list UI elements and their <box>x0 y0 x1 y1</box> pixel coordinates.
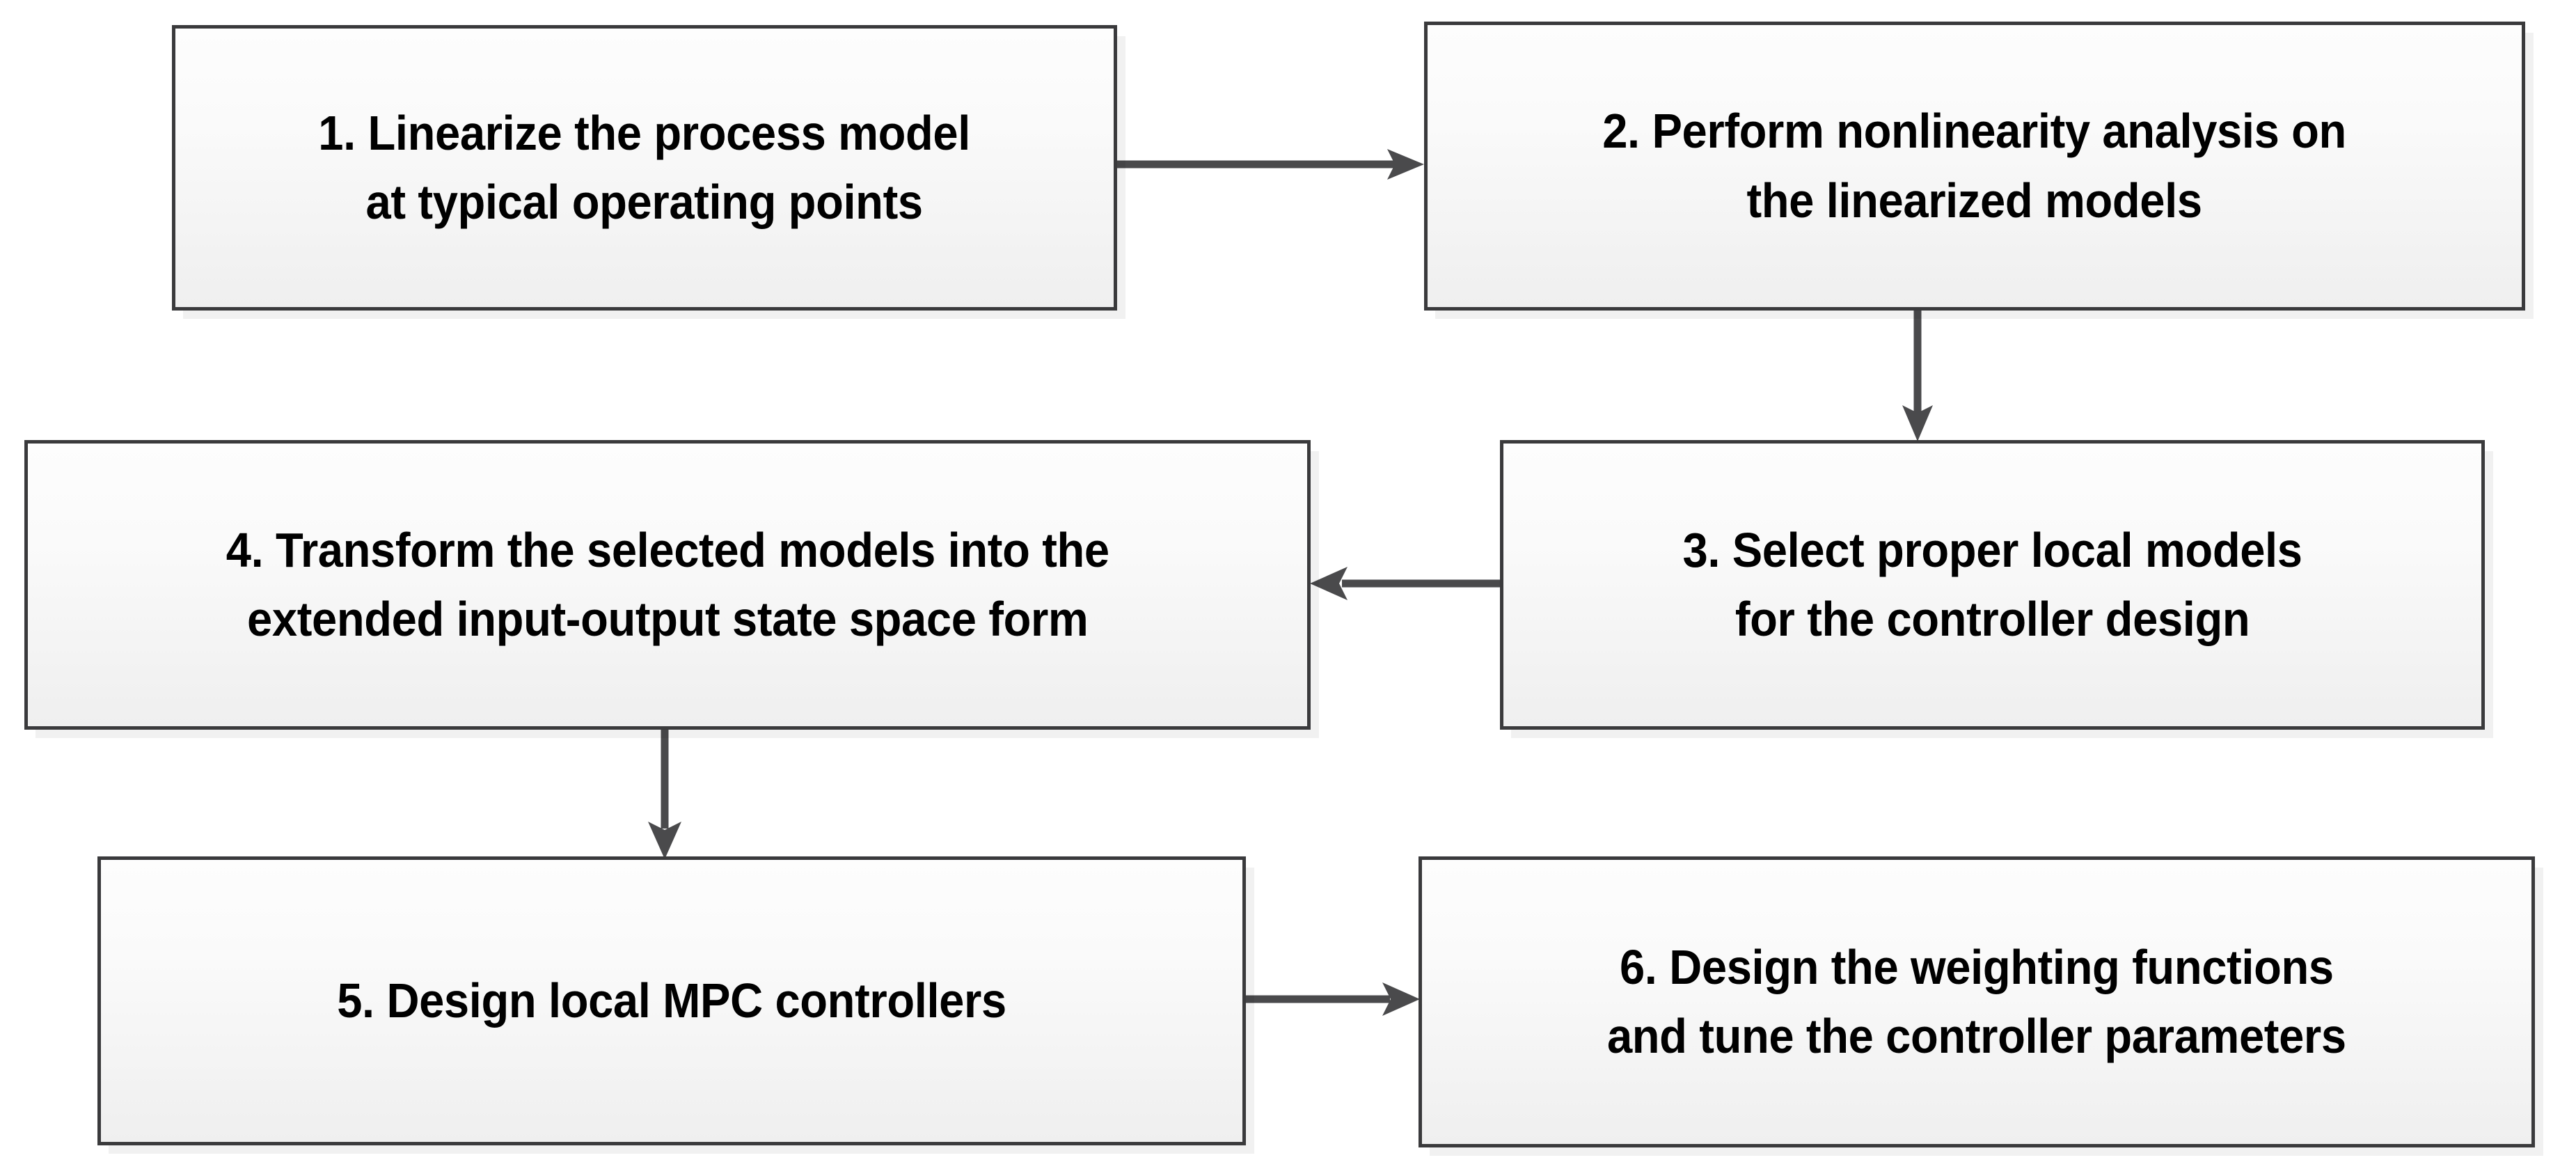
edge-step2-to-step3 <box>1897 304 1938 450</box>
edge-step5-to-step6 <box>1219 978 1428 1020</box>
node-step-1[interactable]: 1. Linearize the process model at typica… <box>172 25 1117 311</box>
node-step-5[interactable]: 5. Design local MPC controllers <box>97 856 1246 1145</box>
node-step-4[interactable]: 4. Transform the selected models into th… <box>24 440 1311 730</box>
node-step-6-label: 6. Design the weighting functions and tu… <box>1607 939 2346 1063</box>
node-step-5-label: 5. Design local MPC controllers <box>337 973 1006 1028</box>
edge-step3-to-step4 <box>1300 563 1512 604</box>
node-step-2[interactable]: 2. Perform nonlinearity analysis on the … <box>1424 22 2525 311</box>
node-step-3-label: 3. Select proper local models for the co… <box>1682 522 2302 646</box>
node-step-2-label: 2. Perform nonlinearity analysis on the … <box>1602 104 2347 228</box>
edge-step4-to-step5 <box>644 723 686 868</box>
node-step-4-label: 4. Transform the selected models into th… <box>226 522 1109 646</box>
node-step-1-label: 1. Linearize the process model at typica… <box>318 105 971 229</box>
edge-step1-to-step2 <box>1110 143 1437 185</box>
node-step-3[interactable]: 3. Select proper local models for the co… <box>1500 440 2485 730</box>
node-step-6[interactable]: 6. Design the weighting functions and tu… <box>1419 856 2535 1147</box>
